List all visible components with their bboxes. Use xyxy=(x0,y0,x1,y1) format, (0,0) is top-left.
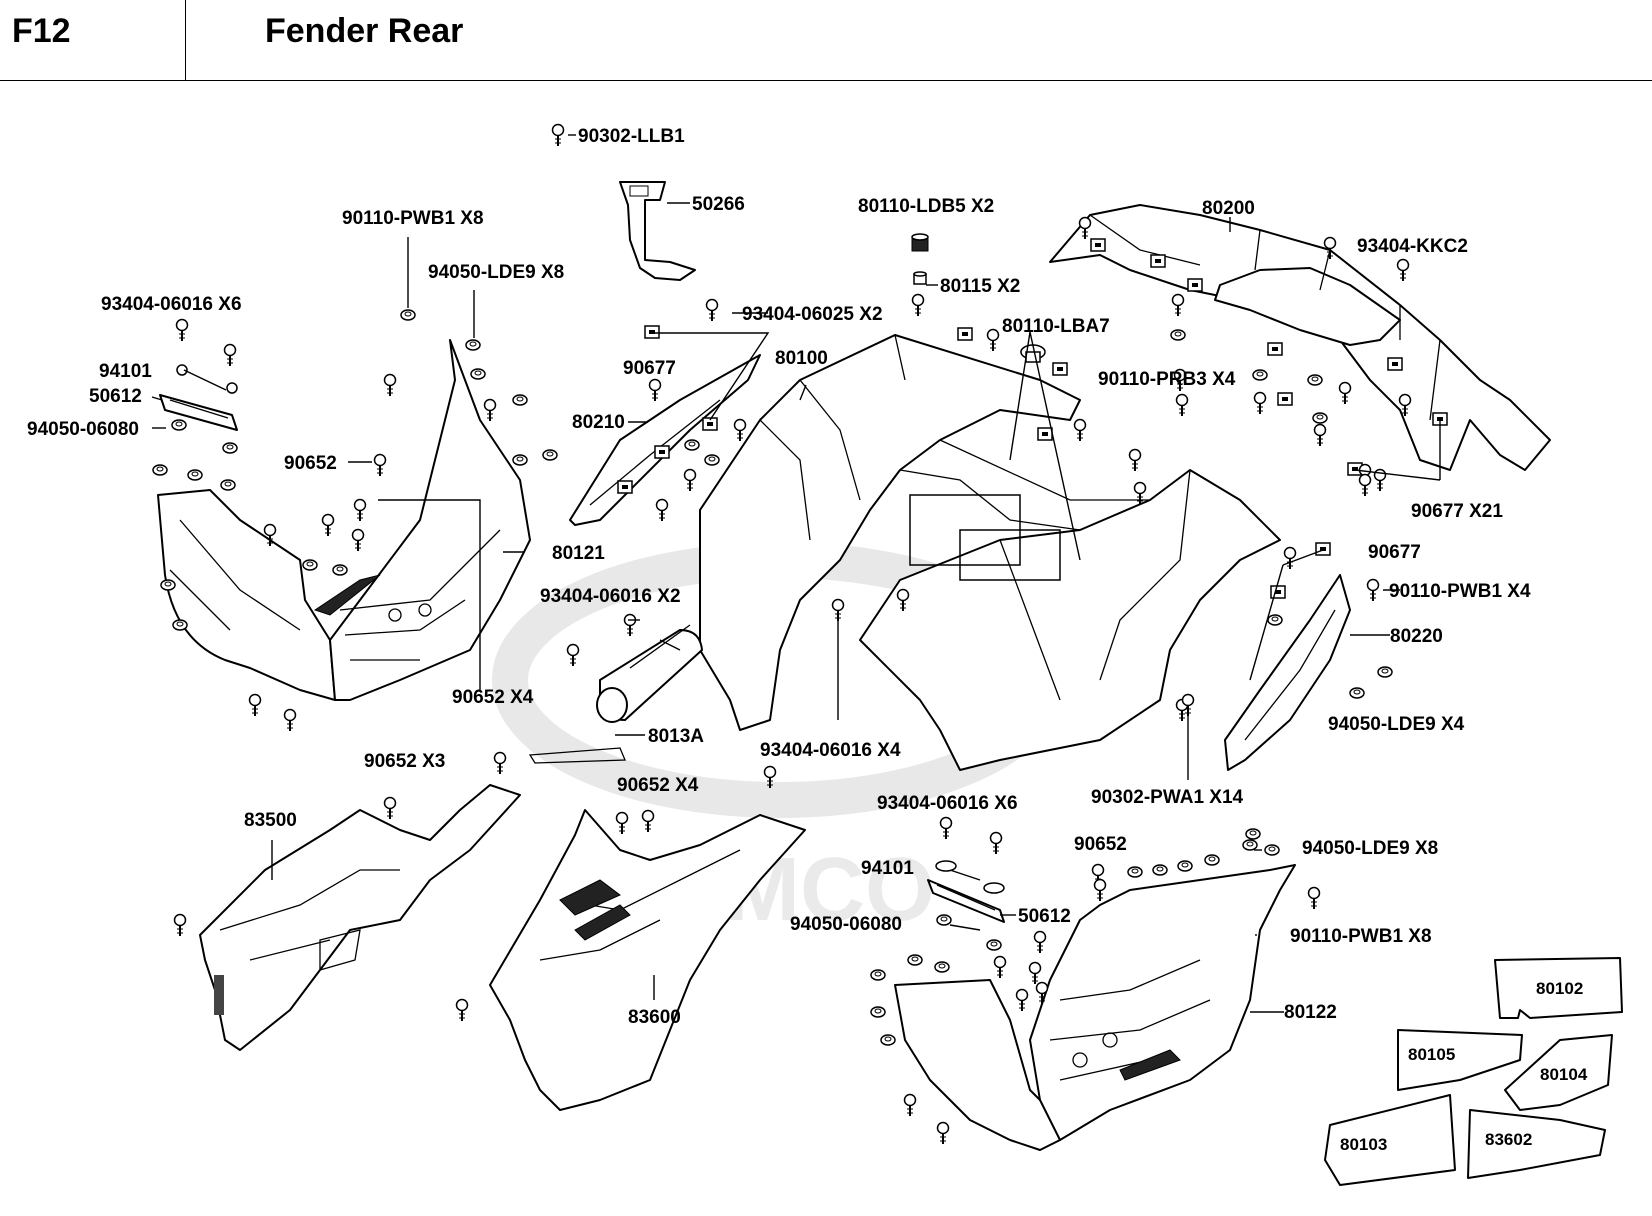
callout-80121: 80121 xyxy=(552,543,605,564)
callout-94050-LDE9-x8-right: 94050-LDE9 X8 xyxy=(1302,838,1438,859)
part-80100 xyxy=(699,334,1281,771)
tag-80104: 80104 xyxy=(1540,1065,1588,1084)
callout-93404-06016-x6-right: 93404-06016 X6 xyxy=(877,793,1018,814)
callout-94050-06080-right: 94050-06080 xyxy=(790,914,902,935)
section-code-cell: F12 xyxy=(0,0,186,80)
callout-90110-PWB1-x8-right: 90110-PWB1 X8 xyxy=(1290,926,1432,947)
part-8013A xyxy=(528,624,703,764)
callout-90677-left: 90677 xyxy=(623,358,676,379)
page-header: F12 Fender Rear xyxy=(0,0,1652,82)
tag-80103: 80103 xyxy=(1340,1135,1387,1154)
callout-80110-LDB5-x2: 80110-LDB5 X2 xyxy=(858,196,994,217)
tag-83602: 83602 xyxy=(1485,1130,1532,1149)
callout-94050-LDE9-x8-left: 94050-LDE9 X8 xyxy=(428,262,564,283)
tag-plate-83602: 83602 xyxy=(1467,1109,1606,1179)
callout-90652-x4-center: 90652 X4 xyxy=(617,775,699,796)
callout-83500: 83500 xyxy=(244,810,297,831)
header-rule xyxy=(0,80,1652,81)
callout-94050-LDE9-x4: 94050-LDE9 X4 xyxy=(1328,714,1465,735)
callout-93404-KKC2: 93404-KKC2 xyxy=(1357,236,1468,257)
callout-90677-x21: 90677 X21 xyxy=(1411,501,1503,522)
callout-50612-left: 50612 xyxy=(89,386,142,407)
part-83500 xyxy=(199,784,521,1051)
callout-94050-06080-left: 94050-06080 xyxy=(27,419,139,440)
callout-90652-right: 90652 xyxy=(1074,834,1127,855)
callout-90652-x3: 90652 X3 xyxy=(364,751,445,772)
callout-90110-PWB1-x4: 90110-PWB1 X4 xyxy=(1389,581,1531,602)
callout-80115-x2: 80115 X2 xyxy=(940,276,1020,297)
part-50612-left xyxy=(159,394,238,431)
callout-90110-PWB1-x8-left: 90110-PWB1 X8 xyxy=(342,208,484,229)
callout-90652-x4-left: 90652 X4 xyxy=(452,687,534,708)
tag-80102: 80102 xyxy=(1536,979,1583,998)
leader-lines xyxy=(151,134,1441,1013)
tag-80105: 80105 xyxy=(1408,1045,1455,1064)
callout-94101-left: 94101 xyxy=(99,361,152,382)
callout-93404-06016-x4: 93404-06016 X4 xyxy=(760,740,901,761)
callout-80110-LBA7: 80110-LBA7 xyxy=(1002,316,1110,337)
callout-93404-06016-x6-left: 93404-06016 X6 xyxy=(101,294,242,315)
callout-90302-LLB1: 90302-LLB1 xyxy=(578,126,685,147)
callout-80122: 80122 xyxy=(1284,1002,1337,1023)
callout-50266: 50266 xyxy=(692,194,745,215)
callout-90677-right: 90677 xyxy=(1368,542,1421,563)
tag-plate-80102: 80102 xyxy=(1494,957,1623,1019)
tag-plate-80104: 80104 xyxy=(1504,1034,1613,1111)
callout-8013A: 8013A xyxy=(648,726,704,747)
tag-plate-80103: 80103 xyxy=(1324,1094,1456,1186)
callout-80210: 80210 xyxy=(572,412,625,433)
callout-90652-left: 90652 xyxy=(284,453,337,474)
callout-93404-06016-x2: 93404-06016 X2 xyxy=(540,586,681,607)
callout-93404-06025-x2: 93404-06025 X2 xyxy=(742,304,883,325)
callout-90110-PRB3-x4: 90110-PRB3 X4 xyxy=(1098,369,1236,390)
tag-plate-80105: 80105 xyxy=(1397,1029,1523,1091)
part-80122 xyxy=(894,864,1296,1151)
callout-90302-PWA1-x14: 90302-PWA1 X14 xyxy=(1091,787,1244,808)
part-83600 xyxy=(489,809,806,1111)
callout-83600: 83600 xyxy=(628,1007,681,1028)
callout-50612-right: 50612 xyxy=(1018,906,1071,927)
part-50266 xyxy=(619,181,696,281)
part-80220 xyxy=(1224,574,1351,771)
callout-80100: 80100 xyxy=(775,348,828,369)
part-80200 xyxy=(1049,204,1551,471)
section-code: F12 xyxy=(12,12,71,50)
page-title: Fender Rear xyxy=(265,12,464,50)
callout-80200: 80200 xyxy=(1202,198,1255,219)
part-80121 xyxy=(157,339,531,701)
part-50612-right xyxy=(927,879,1005,923)
callout-94101-right: 94101 xyxy=(861,858,914,879)
callout-labels: 90302-LLB1 50266 90110-PWB1 X8 94050-LDE… xyxy=(27,126,1531,1028)
callout-80220: 80220 xyxy=(1390,626,1443,647)
